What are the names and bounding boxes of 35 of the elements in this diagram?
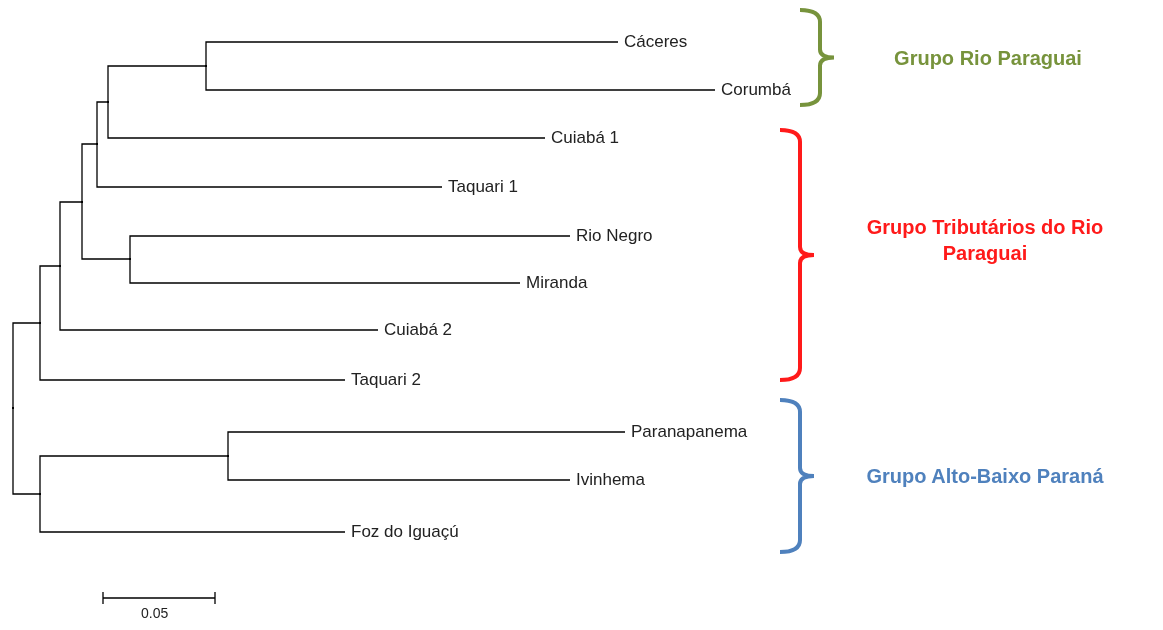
tree-branch <box>96 143 443 188</box>
taxon-label: Cuiabá 1 <box>545 127 620 149</box>
tree-branch <box>39 493 346 533</box>
tree-branch <box>107 65 207 103</box>
taxon-label: Taquari 2 <box>345 369 421 391</box>
tree-branch <box>39 455 229 495</box>
scale-value: 0.05 <box>141 605 169 621</box>
tree-branch <box>227 455 571 481</box>
group-label: Grupo Alto-Baixo Paraná <box>865 464 1105 489</box>
taxon-label: Foz do Iguaçú <box>345 521 459 543</box>
taxon-label: Ivinhema <box>570 469 645 491</box>
group-label: Grupo Rio Paraguai <box>893 46 1083 71</box>
taxon-label: Taquari 1 <box>442 176 518 198</box>
tree-branch <box>129 258 521 284</box>
taxon-label: Paranapanema <box>625 421 748 443</box>
tree-branch <box>81 143 98 203</box>
tree-branch <box>59 201 83 267</box>
group-label: Grupo Tributários do Rio Paraguai <box>865 215 1105 266</box>
taxon-label: Rio Negro <box>570 225 653 247</box>
taxon-label: Cáceres <box>618 31 688 53</box>
taxon-label: Cuiabá 2 <box>378 319 453 341</box>
tree-branch <box>59 265 379 331</box>
tree-branch <box>107 101 546 139</box>
tree-branch <box>205 65 716 91</box>
tree-branch <box>39 265 61 324</box>
tree-branch <box>96 101 109 145</box>
tree-branch <box>12 407 41 495</box>
tree-branch <box>227 431 626 457</box>
taxon-label: Miranda <box>520 272 588 294</box>
tree-branch <box>39 322 346 381</box>
tree-branch <box>205 41 619 67</box>
tree-branch <box>129 235 571 260</box>
tree-branch <box>12 322 41 409</box>
tree-branch <box>81 201 131 260</box>
taxon-label: Corumbá <box>715 79 791 101</box>
